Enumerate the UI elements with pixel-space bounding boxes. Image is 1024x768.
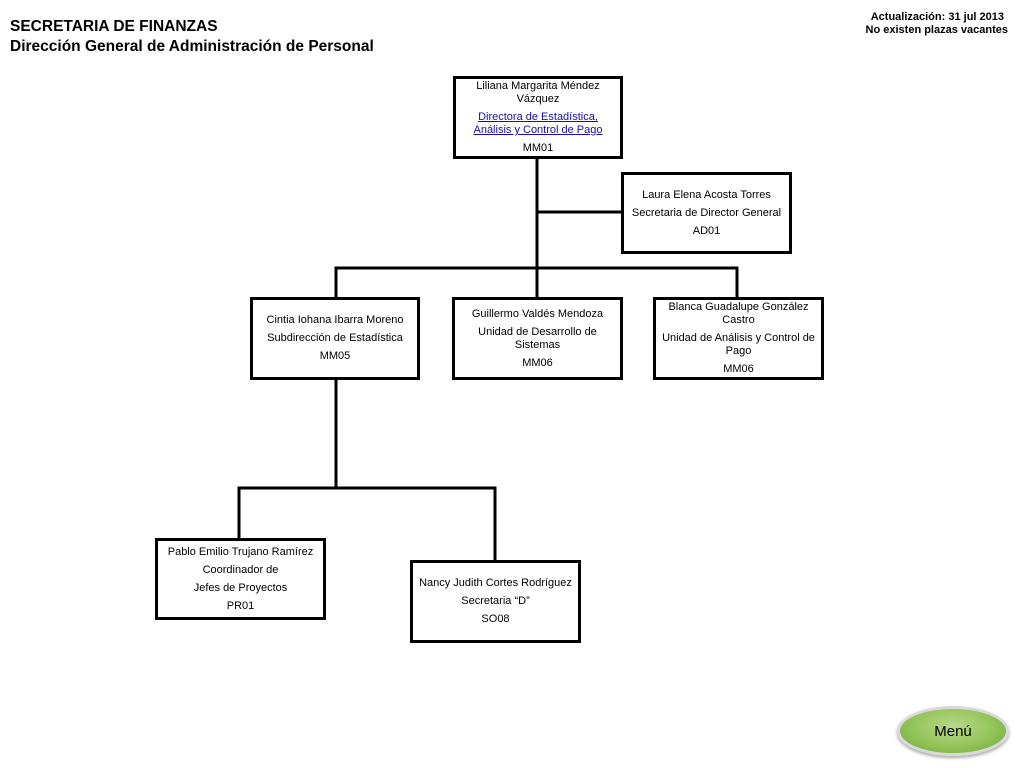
node-role: Unidad de Análisis y Control de Pago <box>662 332 815 357</box>
node-code: MM01 <box>522 142 554 154</box>
node-name: Cintia Iohana Ibarra Moreno <box>266 314 404 326</box>
node-secretary-d: Nancy Judith Cortes Rodríguez Secretaria… <box>410 560 581 643</box>
org-name: SECRETARIA DE FINANZAS <box>10 18 218 35</box>
menu-button-label: Menú <box>934 722 972 740</box>
node-coordinator: Pablo Emilio Trujano Ramírez Coordinador… <box>155 538 326 620</box>
node-name: Blanca Guadalupe González Castro <box>668 301 809 326</box>
node-role: Secretaria de Director General <box>631 206 782 219</box>
node-role-line1: Coordinador de <box>202 563 279 576</box>
department-name: Dirección General de Administración de P… <box>10 38 374 55</box>
node-role-line2: Jefes de Proyectos <box>193 581 288 594</box>
node-role: Unidad de Desarrollo de Sistemas <box>478 325 597 351</box>
node-systems: Guillermo Valdés Mendoza Unidad de Desar… <box>452 297 623 380</box>
node-code: SO08 <box>481 613 510 625</box>
node-name: Guillermo Valdés Mendoza <box>471 307 604 320</box>
node-code: MM05 <box>319 350 351 362</box>
node-name: Liliana Margarita Méndez Vázquez <box>476 80 600 105</box>
menu-button[interactable]: Menú <box>897 706 1009 756</box>
node-analysis: Blanca Guadalupe González Castro Unidad … <box>653 297 824 380</box>
page-title: SECRETARIA DE FINANZAS Dirección General… <box>10 17 374 57</box>
node-statistics: Cintia Iohana Ibarra Moreno Subdirección… <box>250 297 420 380</box>
director-role-link[interactable]: Directora de Estadística, Análisis y Con… <box>473 111 603 136</box>
node-role: Secretaria “D” <box>461 595 530 607</box>
node-code: AD01 <box>692 224 721 237</box>
update-info: Actualización: 31 jul 2013 No existen pl… <box>866 11 1008 37</box>
node-role: Subdirección de Estadística <box>267 332 403 344</box>
node-code: MM06 <box>723 363 754 375</box>
node-director: Liliana Margarita Méndez Vázquez Directo… <box>453 76 623 159</box>
node-name: Nancy Judith Cortes Rodríguez <box>419 577 572 589</box>
node-name: Pablo Emilio Trujano Ramírez <box>167 545 314 558</box>
vacancy-note: No existen plazas vacantes <box>865 24 1008 36</box>
node-code: PR01 <box>226 599 255 612</box>
update-date: Actualización: 31 jul 2013 <box>870 11 1004 23</box>
node-secretary-director: Laura Elena Acosta Torres Secretaria de … <box>621 172 792 254</box>
node-code: MM06 <box>522 356 553 369</box>
node-name: Laura Elena Acosta Torres <box>642 188 771 201</box>
